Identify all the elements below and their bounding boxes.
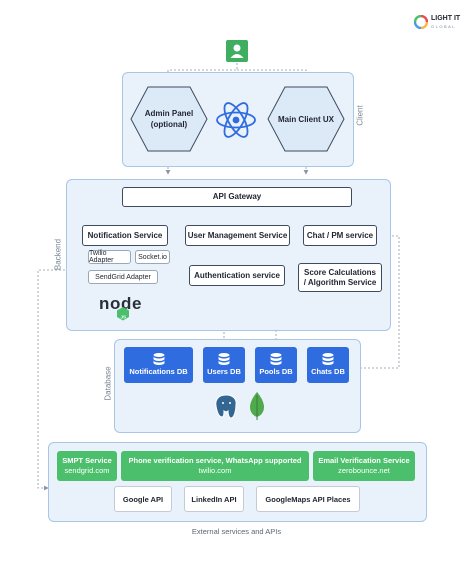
svg-text:o: o bbox=[110, 294, 120, 313]
database-icon bbox=[153, 353, 164, 365]
email-verification-box[interactable]: Email Verification Service zerobounce.ne… bbox=[313, 451, 415, 481]
email-verification-title: Email Verification Service bbox=[318, 456, 410, 465]
user-avatar bbox=[226, 40, 248, 62]
api-gateway-box[interactable]: API Gateway bbox=[122, 187, 352, 207]
user-management-box[interactable]: User Management Service bbox=[185, 225, 290, 246]
client-label: Client bbox=[355, 105, 365, 126]
external-caption: External services and APIs bbox=[191, 527, 282, 536]
db-label: Notifications DB bbox=[129, 367, 188, 376]
email-verification-sub: zerobounce.net bbox=[338, 466, 390, 475]
chat-service-box[interactable]: Chat / PM service bbox=[303, 225, 377, 246]
db-label: Users DB bbox=[207, 367, 241, 376]
db-chats[interactable]: Chats DB bbox=[307, 347, 349, 383]
main-client-label: Main Client UX bbox=[277, 114, 334, 124]
phone-verification-sub: twilio.com bbox=[198, 466, 232, 475]
brand-mark-icon bbox=[414, 15, 428, 29]
smtp-service-box[interactable]: SMPT Service sendgrid.com bbox=[57, 451, 117, 481]
postgresql-icon bbox=[212, 393, 240, 426]
db-users[interactable]: Users DB bbox=[203, 347, 245, 383]
sendgrid-adapter-box[interactable]: SendGrid Adapter bbox=[88, 270, 158, 284]
svg-text:d: d bbox=[121, 294, 131, 313]
phone-verification-box[interactable]: Phone verification service, WhatsApp sup… bbox=[121, 451, 309, 481]
user-icon bbox=[230, 44, 244, 58]
database-icon bbox=[270, 353, 282, 365]
react-icon bbox=[214, 98, 258, 147]
smtp-service-title: SMPT Service bbox=[62, 456, 112, 465]
brand-logo: LIGHT IT GLOBAL bbox=[414, 14, 464, 32]
admin-panel-node[interactable]: Admin Panel (optional) bbox=[130, 86, 208, 152]
database-icon bbox=[218, 353, 230, 365]
database-label: Database bbox=[103, 366, 113, 401]
mongodb-icon bbox=[248, 391, 266, 426]
database-icon bbox=[322, 353, 334, 365]
svg-text:n: n bbox=[99, 294, 109, 313]
backend-label: Backend bbox=[53, 238, 63, 271]
line-chat-to-chats-db bbox=[351, 235, 400, 371]
smtp-service-sub: sendgrid.com bbox=[64, 466, 110, 475]
db-label: Chats DB bbox=[311, 367, 345, 376]
db-label: Pools DB bbox=[259, 367, 293, 376]
score-service-box[interactable]: Score Calculations / Algorithm Service bbox=[298, 263, 382, 292]
google-api-box[interactable]: Google API bbox=[114, 486, 172, 512]
socketio-box[interactable]: Socket.io bbox=[135, 250, 170, 264]
line-user-to-main-client bbox=[237, 69, 309, 85]
line-user-to-admin bbox=[165, 63, 238, 85]
db-notifications[interactable]: Notifications DB bbox=[124, 347, 193, 383]
brand-sub: GLOBAL bbox=[431, 24, 457, 29]
phone-verification-title: Phone verification service, WhatsApp sup… bbox=[128, 456, 302, 465]
admin-panel-label: Admin Panel (optional) bbox=[144, 109, 194, 129]
nodejs-icon: n o d e JS bbox=[98, 293, 148, 321]
googlemaps-api-box[interactable]: GoogleMaps API Places bbox=[256, 486, 360, 512]
notification-service-box[interactable]: Notification Service bbox=[82, 225, 168, 246]
main-client-node[interactable]: Main Client UX bbox=[267, 86, 345, 152]
db-pools[interactable]: Pools DB bbox=[255, 347, 297, 383]
twilio-adapter-box[interactable]: Twilio Adapter bbox=[88, 250, 131, 264]
svg-text:e: e bbox=[132, 294, 141, 313]
line-backend-to-external bbox=[37, 269, 85, 491]
brand-name: LIGHT IT bbox=[431, 15, 461, 22]
linkedin-api-box[interactable]: LinkedIn API bbox=[184, 486, 244, 512]
svg-text:JS: JS bbox=[121, 315, 127, 320]
auth-service-box[interactable]: Authentication service bbox=[189, 265, 285, 286]
